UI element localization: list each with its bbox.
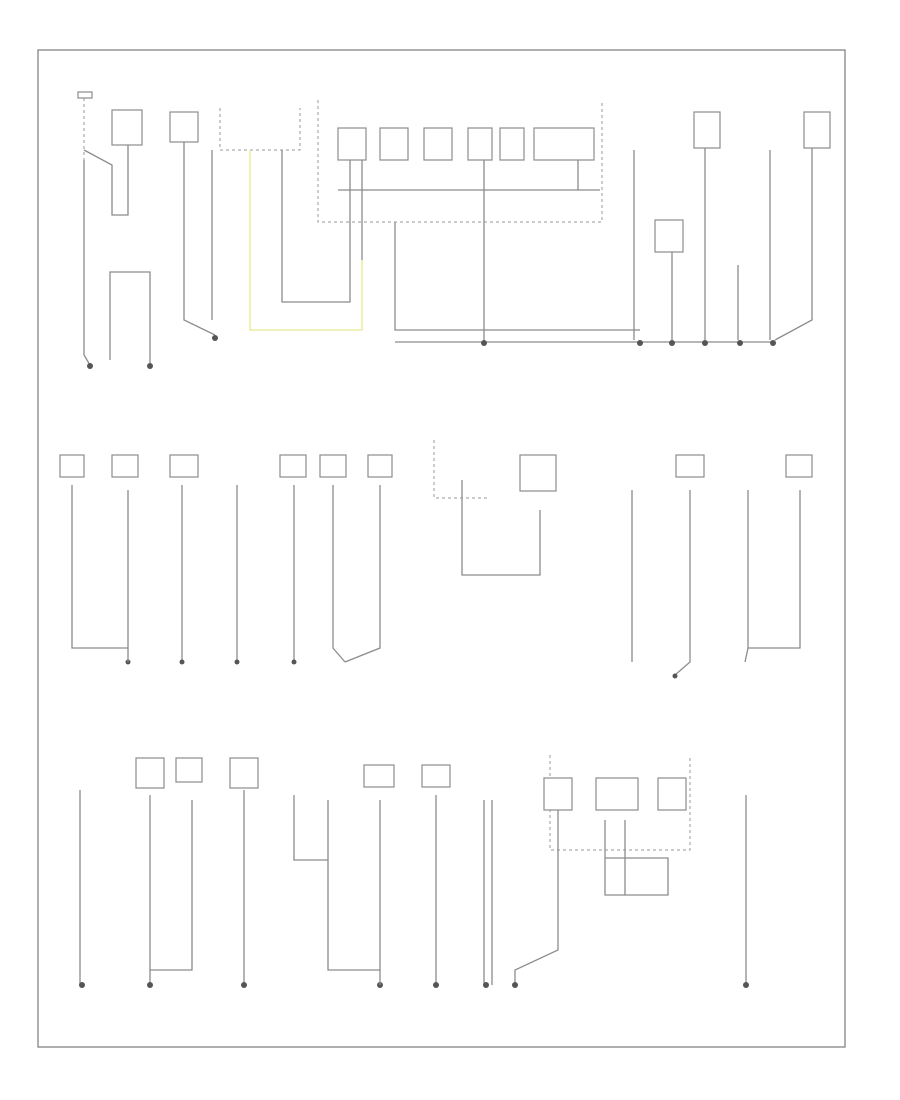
ground-m3 bbox=[179, 659, 185, 665]
component-c8 bbox=[693, 111, 721, 149]
ground-g2 bbox=[481, 340, 487, 346]
wire-b5 bbox=[293, 795, 381, 971]
wire-battery-loop bbox=[83, 149, 129, 216]
ground-b4 bbox=[241, 982, 247, 988]
ground-b2 bbox=[147, 982, 153, 988]
component-m8 bbox=[519, 454, 557, 492]
wire-m10 bbox=[674, 490, 691, 676]
wire-c12 bbox=[774, 148, 813, 341]
component-b10 bbox=[595, 777, 639, 811]
wire-splice-drop-3 bbox=[394, 222, 640, 331]
section-middle bbox=[59, 440, 813, 679]
wire-m12 bbox=[744, 490, 801, 663]
wire-c1 bbox=[183, 142, 216, 336]
ground-left-front bbox=[87, 363, 93, 369]
section-top bbox=[77, 91, 831, 369]
component-b4 bbox=[229, 757, 259, 789]
component-m11 bbox=[675, 454, 705, 478]
component-b3 bbox=[175, 757, 203, 783]
wire-m6 bbox=[332, 485, 346, 663]
wire-splice-middle bbox=[461, 480, 541, 576]
component-b2 bbox=[135, 757, 165, 789]
ground-g7 bbox=[770, 340, 776, 346]
component-m3 bbox=[169, 454, 199, 478]
wire-m1 bbox=[71, 485, 129, 649]
wire-b2 bbox=[149, 795, 193, 985]
component-c12 bbox=[803, 111, 831, 149]
ground-b7 bbox=[433, 982, 439, 988]
component-m7 bbox=[367, 454, 393, 478]
ground-b12 bbox=[743, 982, 749, 988]
section-bottom bbox=[79, 755, 749, 988]
ground-b8 bbox=[483, 982, 489, 988]
splice-block-bottom bbox=[549, 755, 691, 851]
ground-g1 bbox=[212, 335, 218, 341]
wire-left-ground-loop bbox=[109, 271, 151, 365]
connector-block-outline bbox=[219, 108, 301, 151]
ground-g4 bbox=[669, 340, 675, 346]
component-b9 bbox=[543, 777, 573, 811]
component-c6 bbox=[499, 127, 525, 161]
wire-b9 bbox=[514, 810, 559, 985]
diagram-border bbox=[37, 49, 846, 1048]
ground-g6 bbox=[737, 340, 743, 346]
ground-b1 bbox=[79, 982, 85, 988]
component-b6 bbox=[363, 764, 395, 788]
component-c9 bbox=[654, 219, 684, 253]
component-c3 bbox=[379, 127, 409, 161]
component-b7 bbox=[421, 764, 451, 788]
component-c1 bbox=[169, 111, 199, 143]
front-module-connector bbox=[111, 109, 143, 146]
component-c4 bbox=[423, 127, 453, 161]
ground-g3 bbox=[637, 340, 643, 346]
component-m6 bbox=[319, 454, 347, 478]
component-b11 bbox=[657, 777, 687, 811]
ground-m5 bbox=[291, 659, 297, 665]
component-m1 bbox=[59, 454, 85, 478]
ground-m10 bbox=[672, 673, 678, 679]
ground-g5 bbox=[702, 340, 708, 346]
ground-left-front-b bbox=[147, 363, 153, 369]
component-c5 bbox=[467, 127, 493, 161]
ground-b10 bbox=[512, 982, 518, 988]
battery-symbol bbox=[77, 91, 93, 99]
wire-b8 bbox=[483, 800, 493, 985]
wire-battery-ground bbox=[83, 160, 91, 366]
component-m2 bbox=[111, 454, 139, 478]
splice-block-middle bbox=[433, 440, 490, 499]
wire-yellow-loop bbox=[249, 150, 363, 331]
component-c7 bbox=[533, 127, 595, 161]
component-c2 bbox=[337, 127, 367, 161]
wire-gray-loop bbox=[281, 150, 351, 303]
wire-b10 bbox=[604, 820, 669, 896]
component-m5 bbox=[279, 454, 307, 478]
component-m13 bbox=[785, 454, 813, 478]
ground-m4 bbox=[234, 659, 240, 665]
splice-block-outline bbox=[317, 100, 603, 223]
wire-m7 bbox=[344, 485, 381, 663]
